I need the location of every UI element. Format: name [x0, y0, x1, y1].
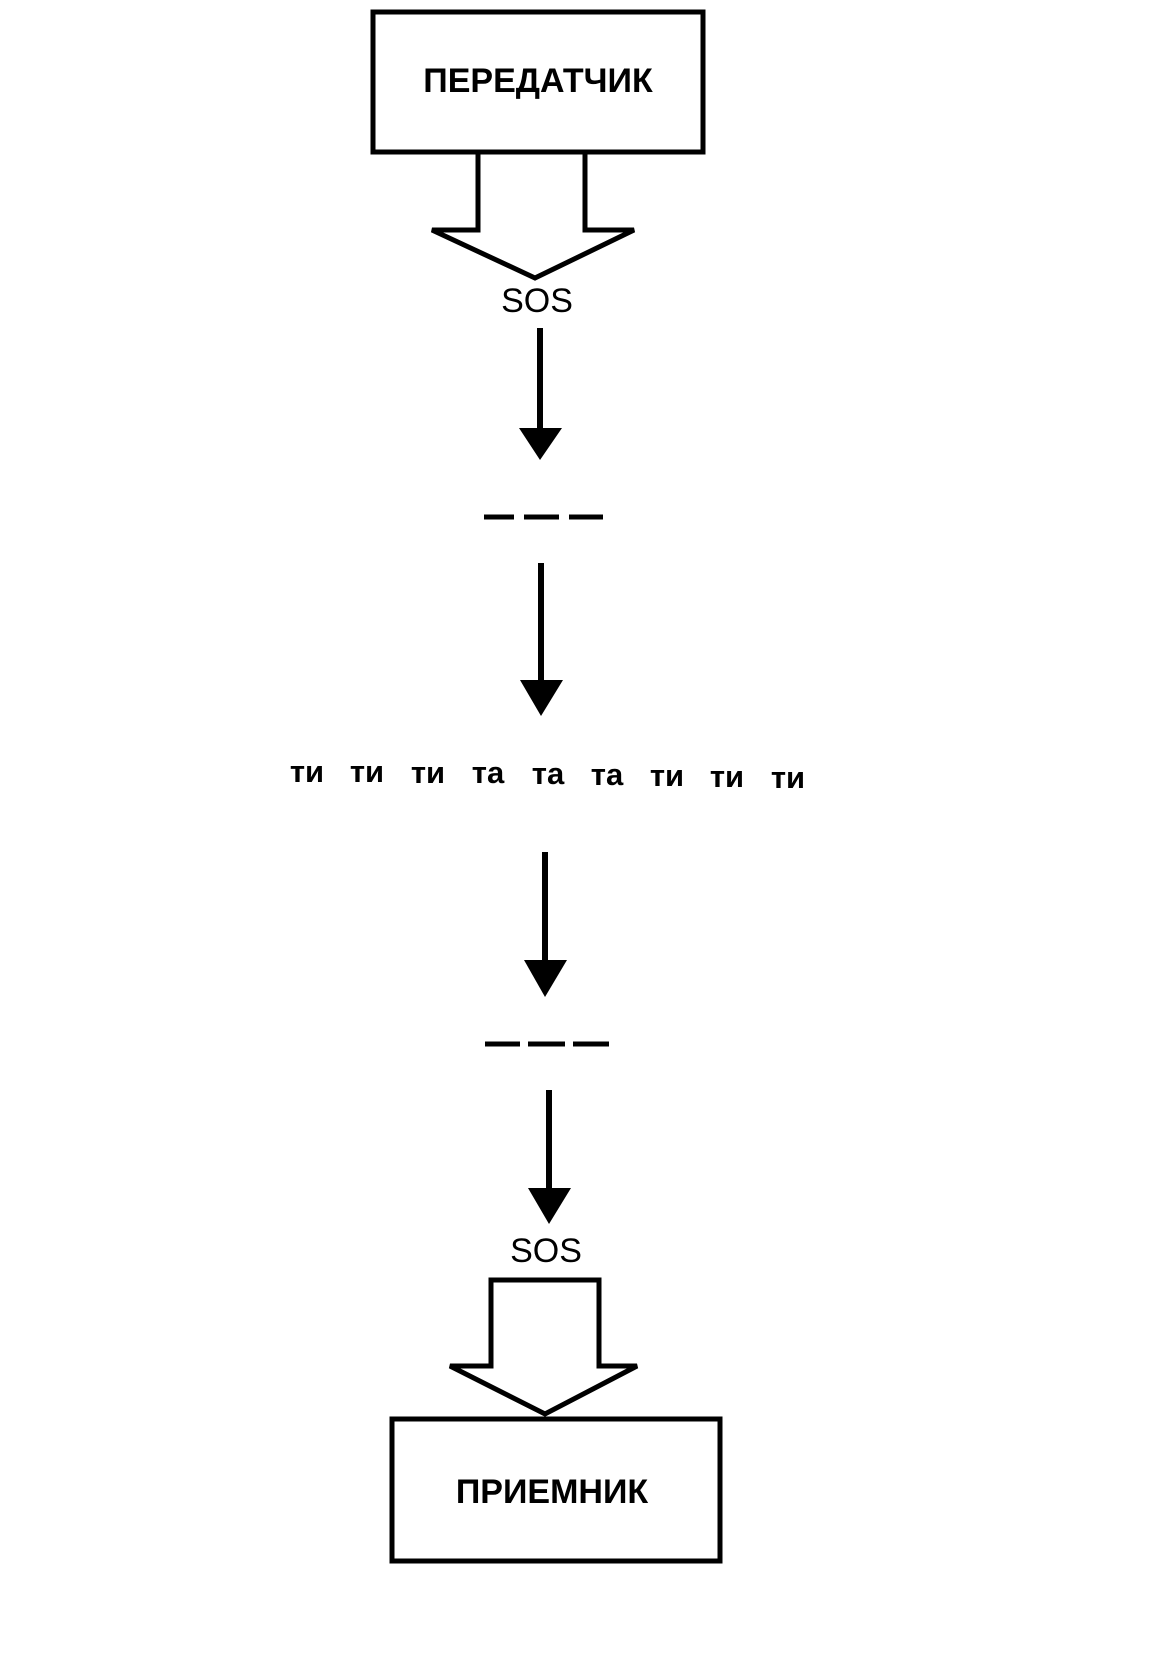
receiver-label: ПРИЕМНИК [456, 1473, 649, 1511]
receiver-box: ПРИЕМНИК [389, 1416, 723, 1564]
syllable: ти [710, 759, 744, 794]
message-sos-bottom: SOS [510, 1232, 582, 1270]
arrow-down-icon [524, 852, 567, 997]
transmitter-label: ПЕРЕДАТЧИК [423, 62, 653, 100]
hollow-arrow-down-icon [430, 149, 636, 281]
message-sos-top: SOS [501, 282, 573, 320]
svg-text:— — —: — — — [0, 0, 4, 1]
sound-syllables: ти ти ти та та та ти ти ти [290, 754, 805, 795]
transmitter-box: ПЕРЕДАТЧИК [370, 9, 706, 155]
arrow-down-icon [519, 328, 562, 460]
syllable: ти [771, 760, 805, 795]
syllable: та [472, 755, 505, 790]
morse-dashes-bottom: — — — [0, 0, 609, 1047]
svg-text:— — —: — — — [0, 0, 4, 1]
syllable: ти [350, 754, 384, 789]
morse-dashes-top: — — — [0, 0, 603, 520]
syllable: та [591, 757, 624, 792]
arrow-down-icon [520, 563, 563, 716]
syllable: ти [650, 758, 684, 793]
arrow-down-icon [528, 1090, 571, 1224]
hollow-arrow-down-icon [448, 1277, 639, 1417]
syllable: ти [411, 755, 445, 790]
syllable: ти [290, 754, 324, 789]
syllable: та [532, 756, 565, 791]
